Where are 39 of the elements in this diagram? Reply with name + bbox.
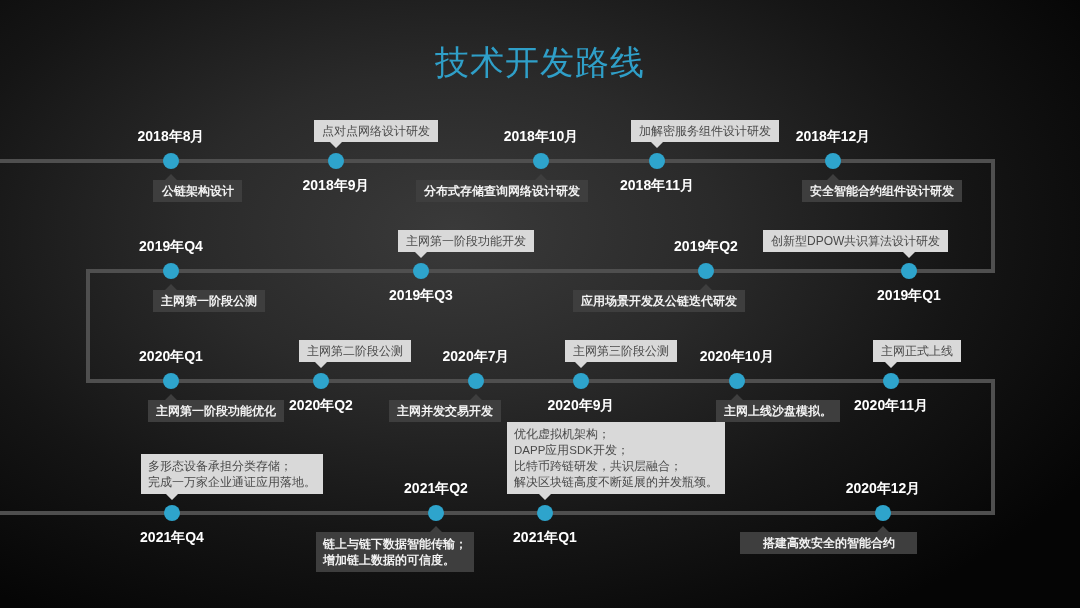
date-label: 2021年Q4 — [140, 528, 204, 546]
callout-box: 加解密服务组件设计研发 — [631, 120, 779, 148]
date-label: 2019年Q4 — [139, 237, 203, 255]
callout-box: 主网并发交易开发 — [389, 394, 501, 422]
title: 技术开发路线 — [435, 42, 645, 82]
callout-box: 创新型DPOW共识算法设计研发 — [763, 230, 949, 258]
date-label: 2018年11月 — [620, 176, 694, 194]
callout-box: 主网第一阶段功能优化 — [148, 394, 284, 422]
callout-box: 优化虚拟机架构；DAPP应用SDK开发；比特币跨链研发，共识层融合；解决区块链高度不断延展的并发瓶颈。 — [507, 422, 725, 500]
date-label: 2021年Q1 — [513, 528, 577, 546]
callout-box: 主网第一阶段功能开发 — [398, 230, 534, 258]
date-label: 2019年Q2 — [674, 237, 738, 255]
date-label: 2020年7月 — [442, 347, 510, 365]
date-label: 2020年11月 — [854, 396, 928, 414]
date-label: 2018年10月 — [503, 127, 579, 145]
callout-box: 主网第一阶段公测 — [153, 284, 265, 312]
date-label: 2019年Q3 — [389, 286, 453, 304]
callout-box: 链上与链下数据智能传输；增加链上数据的可信度。 — [316, 526, 474, 572]
date-label: 2019年Q1 — [877, 286, 941, 304]
date-label: 2018年9月 — [302, 176, 370, 194]
callout-box: 搭建高效安全的智能合约 — [740, 526, 917, 554]
callout-box: 分布式存储查询网络设计研发 — [416, 174, 588, 202]
callout-box: 主网上线沙盘模拟。 — [716, 394, 840, 422]
callout-box: 主网第三阶段公测 — [565, 340, 677, 368]
callout-box: 公链架构设计 — [153, 174, 242, 202]
callout-box: 应用场景开发及公链迭代研发 — [573, 284, 745, 312]
date-label: 2021年Q2 — [404, 479, 468, 497]
callout-box: 主网第二阶段公测 — [299, 340, 411, 368]
date-label: 2018年12月 — [795, 127, 871, 145]
callout-box: 多形态设备承担分类存储；完成一万家企业通证应用落地。 — [141, 454, 323, 500]
date-label: 2020年12月 — [845, 479, 921, 497]
callout-box: 安全智能合约组件设计研发 — [802, 174, 962, 202]
date-label: 2020年9月 — [547, 396, 615, 414]
callout-box: 主网正式上线 — [873, 340, 961, 368]
date-label: 2018年8月 — [137, 127, 205, 145]
date-label: 2020年10月 — [699, 347, 775, 365]
date-label: 2020年Q1 — [139, 347, 203, 365]
callout-box: 点对点网络设计研发 — [314, 120, 438, 148]
date-label: 2020年Q2 — [289, 396, 353, 414]
